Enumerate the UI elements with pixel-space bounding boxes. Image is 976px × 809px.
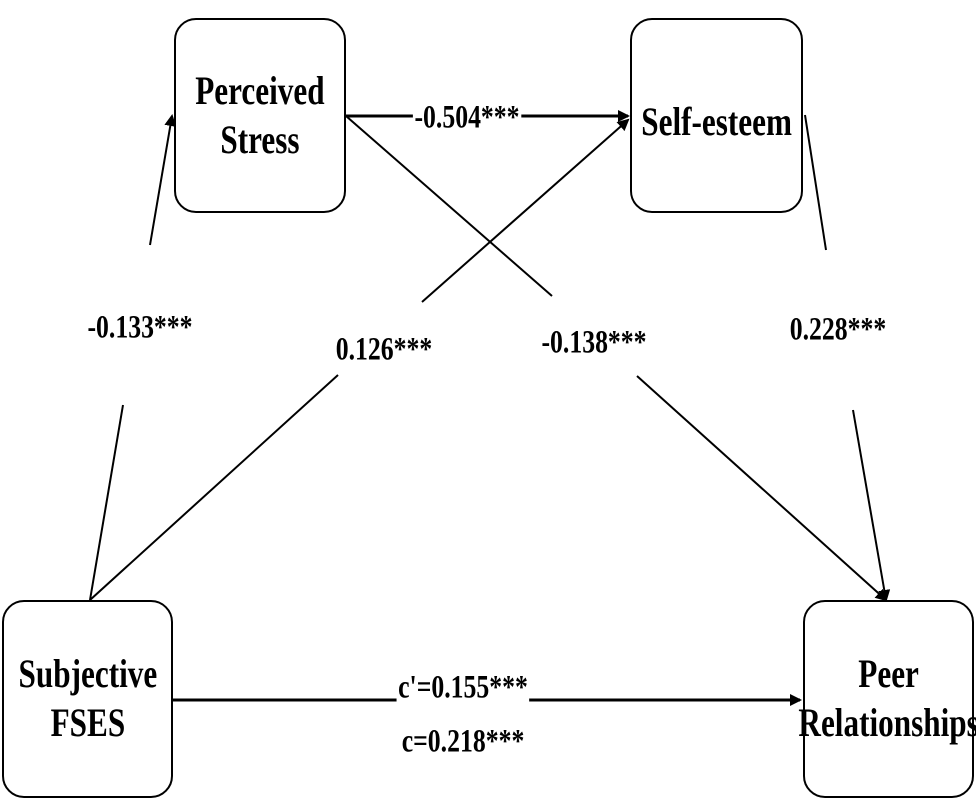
label-stress-to-esteem: -0.504*** — [412, 99, 522, 136]
node-subjective-fses: Subjective FSES — [2, 600, 173, 798]
label-fses-to-stress: -0.133*** — [87, 309, 193, 346]
arrow-stress-to-peer — [345, 115, 553, 297]
node-self-esteem: Self-esteem — [630, 18, 803, 213]
arrow-fses-to-stress-upper — [149, 114, 177, 246]
node-peer-relationships-line2: Relationships — [798, 700, 976, 745]
node-peer-relationships-line1: Peer — [858, 651, 919, 697]
arrow-stress-to-peer-lower — [636, 375, 888, 602]
arrow-esteem-to-peer-lower — [852, 409, 891, 602]
label-fses-to-esteem: 0.126*** — [335, 331, 433, 368]
label-stress-to-peer: -0.138*** — [541, 324, 647, 361]
node-self-esteem-line1: Self-esteem — [641, 99, 792, 144]
node-subjective-fses-line1: Subjective — [18, 651, 157, 697]
node-perceived-stress-line2: Stress — [220, 116, 300, 162]
node-perceived-stress: Perceived Stress — [174, 18, 346, 213]
node-peer-relationships: Peer Relationships — [798, 600, 976, 798]
arrow-fses-to-stress — [89, 404, 124, 601]
label-esteem-to-peer: 0.228*** — [789, 311, 887, 348]
arrow-fses-to-esteem-upper — [421, 118, 630, 303]
node-perceived-stress-line1: Perceived — [195, 67, 325, 113]
node-subjective-fses-line2: FSES — [50, 700, 125, 745]
label-direct-effect: c'=0.155*** — [396, 669, 530, 706]
label-total-effect: c=0.218*** — [401, 723, 525, 760]
arrow-esteem-to-peer — [804, 114, 827, 251]
arrow-fses-to-esteem — [89, 374, 339, 601]
